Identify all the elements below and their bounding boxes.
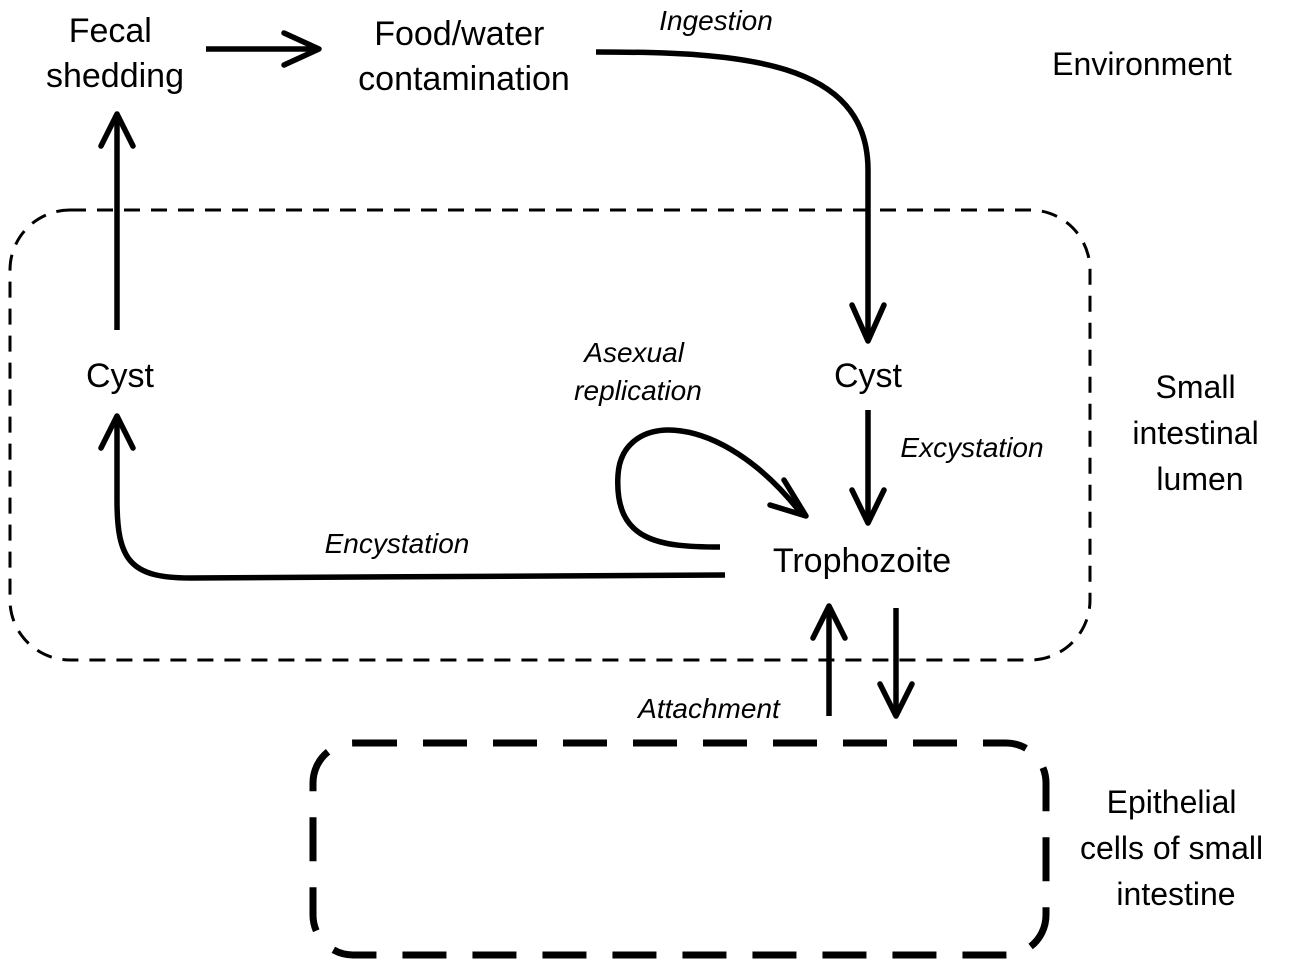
shedding-to-contamination-arrow xyxy=(206,30,322,68)
ingestion-arrow xyxy=(595,49,887,344)
fecal-shedding-label: Fecal shedding xyxy=(46,12,184,95)
lumen-region-box xyxy=(8,208,1092,662)
excystation-label: Excystation xyxy=(900,432,1043,463)
cyst-to-shedding-arrow xyxy=(98,111,136,330)
lumen-region-label: Small intestinal lumen xyxy=(1132,369,1267,497)
trophozoite-label: Trophozoite xyxy=(773,542,951,580)
environment-region-label: Environment xyxy=(1052,46,1232,82)
excystation-arrow xyxy=(849,410,887,526)
ingestion-label: Ingestion xyxy=(659,5,773,36)
cyst-right-label: Cyst xyxy=(834,357,903,395)
epithelial-region-box xyxy=(309,739,1050,959)
encystation-label: Encystation xyxy=(325,528,470,559)
food-water-contamination-label: Food/water contamination xyxy=(358,15,570,98)
asexual-replication-label: Asexual replication xyxy=(574,337,702,406)
epithelial-region-label: Epithelial cells of small intestine xyxy=(1080,784,1272,912)
attachment-label: Attachment xyxy=(636,693,781,724)
attachment-down-arrow xyxy=(877,608,915,719)
encystation-arrow xyxy=(98,413,726,581)
detachment-up-arrow xyxy=(810,603,848,716)
cyst-left-label: Cyst xyxy=(86,357,155,395)
asexual-replication-arrow xyxy=(615,427,809,550)
